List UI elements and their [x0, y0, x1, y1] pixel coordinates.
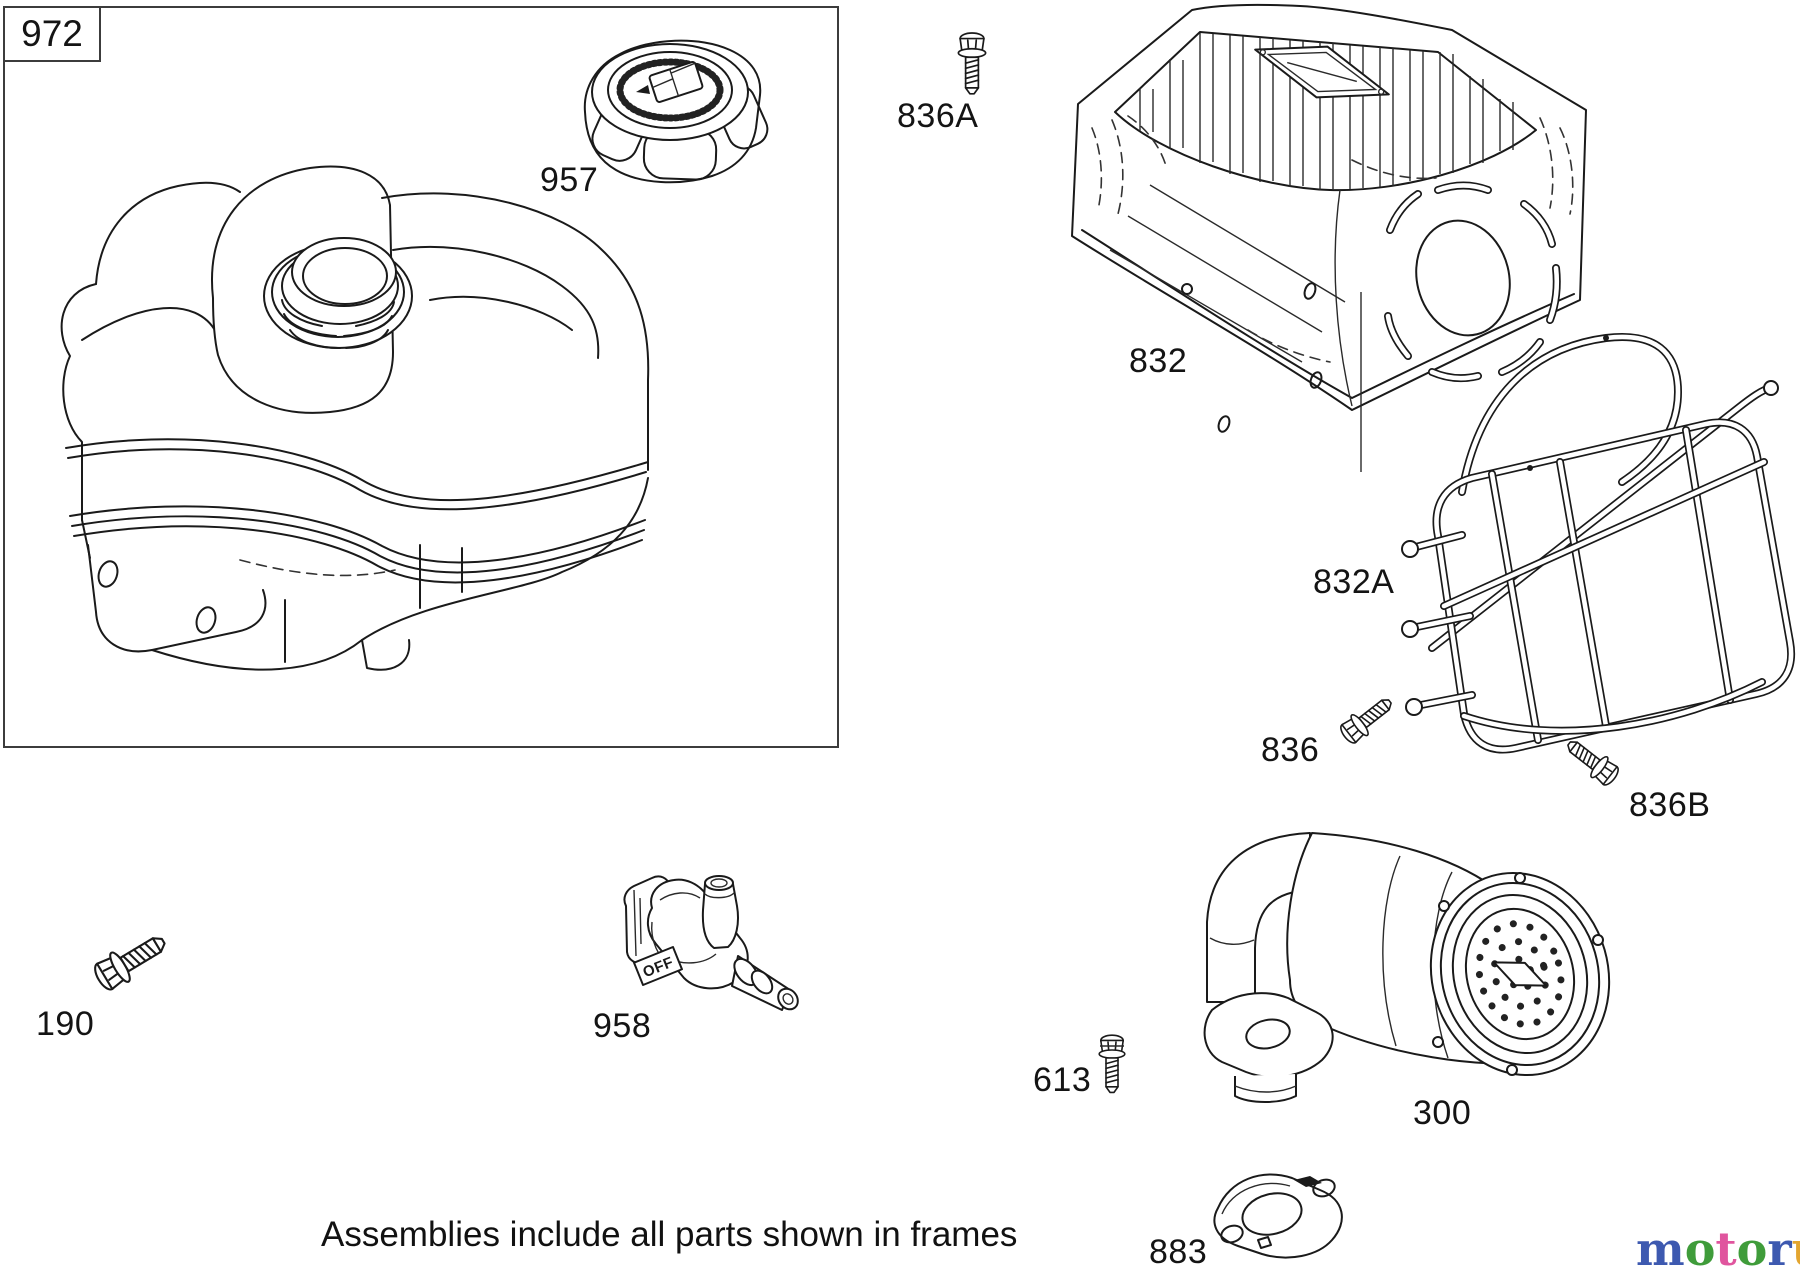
part-label-957: 957: [540, 161, 599, 199]
part-label-836a: 836A: [897, 97, 979, 135]
muffler-diamond-logo-icon: [1493, 961, 1547, 987]
part-label-613: 613: [1033, 1061, 1092, 1099]
cap-center-emblem: [648, 61, 704, 103]
logo-letter: o: [1684, 1222, 1716, 1276]
fuel-tank-drawing: [60, 165, 650, 671]
motoruf-logo[interactable]: motoruf.de: [1636, 1226, 1800, 1272]
briggs-diamond-logo-icon: [1254, 45, 1390, 99]
fuel-valve-drawing: OFF: [623, 875, 799, 1011]
part-label-958: 958: [593, 1007, 652, 1045]
screw-836b-drawing: [1560, 732, 1623, 790]
logo-letter: u: [1792, 1222, 1800, 1276]
part-label-836: 836: [1261, 731, 1320, 769]
frame-label: 972: [21, 13, 83, 54]
footer-note: Assemblies include all parts shown in fr…: [321, 1215, 1018, 1254]
logo-letter: t: [1715, 1222, 1737, 1276]
part-label-832: 832: [1129, 342, 1188, 380]
frame-label-box: 972: [3, 6, 101, 62]
logo-letter: r: [1767, 1222, 1792, 1276]
muffler-cover-drawing: [1071, 3, 1587, 472]
part-label-883: 883: [1149, 1233, 1208, 1271]
bolt-190-drawing: [89, 925, 173, 996]
muffler-drawing: [1203, 832, 1611, 1103]
part-label-836b: 836B: [1629, 786, 1711, 824]
muffler-guard-drawing: [1401, 333, 1796, 754]
guard-wires: [1408, 333, 1796, 754]
part-label-300: 300: [1413, 1094, 1472, 1132]
cover-vent-slots: [1384, 181, 1561, 383]
assembly-frame-972: 972: [3, 6, 839, 748]
gasket-diamond-stamp-icon: [1294, 1176, 1322, 1187]
screw-613-drawing: [1098, 1034, 1126, 1094]
screw-836a-drawing: [957, 32, 987, 95]
fuel-cap-drawing: [583, 39, 769, 184]
part-label-190: 190: [36, 1005, 95, 1043]
part-label-832a: 832A: [1313, 563, 1395, 601]
screw-836-drawing: [1336, 690, 1399, 748]
logo-letter: o: [1736, 1222, 1768, 1276]
logo-letter: m: [1636, 1222, 1685, 1276]
gasket-drawing: [1213, 1173, 1343, 1259]
